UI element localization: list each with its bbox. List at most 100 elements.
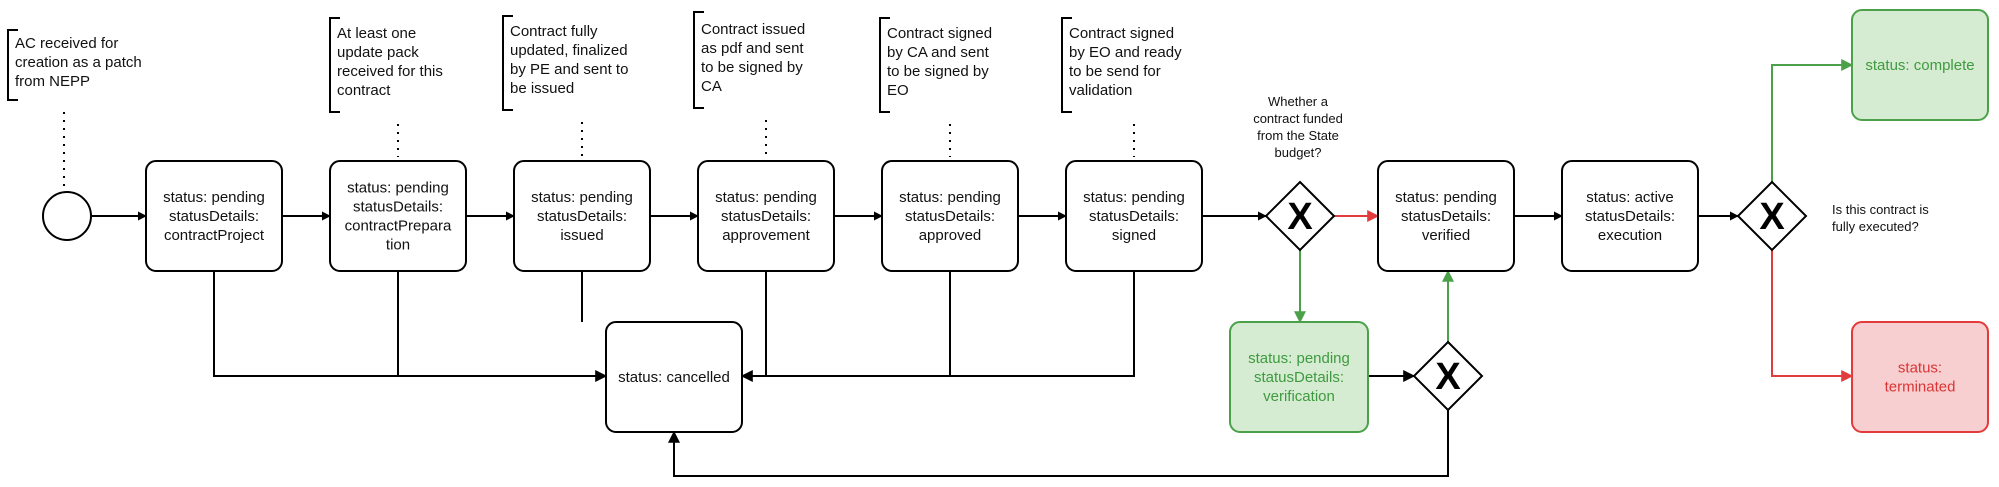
shape-layer: status: pending statusDetails: contractPro… — [7, 9, 1989, 433]
gateway-question-line: from the State — [1257, 128, 1339, 143]
gateway-x-icon: X — [1759, 196, 1785, 238]
annotation-line: EO — [887, 82, 909, 99]
task-label-line: statusDetails: — [169, 208, 259, 225]
annotation-line: Contract signed — [887, 25, 992, 42]
task-label-line: statusDetails: — [1254, 369, 1344, 386]
task-label-line: status: pending — [531, 189, 633, 206]
gateway-x-icon: X — [1287, 196, 1313, 238]
gateway-question-line: Whether a — [1268, 94, 1329, 109]
gateway-question-q2: Is this contract is fully executed? — [1832, 202, 1929, 234]
task-label-line: status: complete — [1865, 57, 1974, 74]
annotation-line: by PE and sent to — [510, 61, 628, 78]
annotation-line: as pdf and sent — [701, 40, 804, 57]
task-label-line: signed — [1112, 227, 1156, 244]
task-label-line: statusDetails: — [537, 208, 627, 225]
annotation-bracket — [329, 17, 340, 113]
task-box — [1851, 9, 1989, 121]
task-label-line: approvement — [722, 227, 810, 244]
gateway-diamond — [1736, 180, 1808, 252]
task-label-line: status: pending — [715, 189, 817, 206]
annotation-bracket — [502, 15, 513, 111]
annotation-line: to be signed by — [701, 59, 803, 76]
annotation-bracket — [7, 29, 18, 101]
task-label-line: statusDetails: — [353, 199, 443, 216]
task-label-line: status: pending — [347, 180, 449, 197]
task-t7: status: pending statusDetails: verified — [1377, 160, 1515, 272]
annotation-line: AC received for — [15, 35, 118, 52]
task-label-line: approved — [919, 227, 982, 244]
task-t_term: status: terminated — [1851, 321, 1989, 433]
annotation-line: validation — [1069, 82, 1132, 99]
gateway-diamond — [1264, 180, 1336, 252]
gateway-x-icon: X — [1435, 356, 1461, 398]
task-label-line: status: pending — [1395, 189, 1497, 206]
annotation-n3: Contract issued as pdf and sent to be sign… — [693, 11, 805, 109]
task-label-line: statusDetails: — [1089, 208, 1179, 225]
gateway-question-line: budget? — [1275, 145, 1322, 160]
task-label-line: verified — [1422, 227, 1470, 244]
annotation-line: received for this — [337, 63, 443, 80]
exclusive-gateway-g1: X — [1264, 180, 1336, 252]
flow-gateway3-to-terminated — [1771, 250, 1854, 382]
task-label-line: status: active — [1586, 189, 1674, 206]
task-label-line: statusDetails: — [721, 208, 811, 225]
task-box — [1229, 321, 1369, 433]
task-label-line: issued — [560, 227, 603, 244]
gateway-question-line: fully executed? — [1832, 219, 1919, 234]
task-box — [1065, 160, 1203, 272]
task-box — [329, 160, 467, 272]
task-label-line: contractProject — [164, 227, 265, 244]
task-t4: status: pending statusDetails: approvement — [697, 160, 835, 272]
task-t_complete: status: complete — [1851, 9, 1989, 121]
task-label-line: status: pending — [163, 189, 265, 206]
annotation-line: contract — [337, 82, 391, 99]
annotation-bracket — [1061, 17, 1072, 113]
annotation-line: Contract issued — [701, 21, 805, 38]
annotation-line: creation as a patch — [15, 54, 142, 71]
flow-gateway3-to-complete — [1771, 59, 1854, 182]
annotation-line: be issued — [510, 80, 574, 97]
task-label-line: status: pending — [1083, 189, 1185, 206]
task-label-line: verification — [1263, 388, 1335, 405]
exclusive-gateway-g2: X — [1412, 340, 1484, 412]
flow-t6-to-cancelled — [740, 271, 1135, 382]
annotation-line: by CA and sent — [887, 44, 990, 61]
task-t6: status: pending statusDetails: signed — [1065, 160, 1203, 272]
annotation-line: from NEPP — [15, 73, 90, 90]
task-label-line: statusDetails: — [1401, 208, 1491, 225]
task-label-line: statusDetails: — [1585, 208, 1675, 225]
annotation-line: Contract signed — [1069, 25, 1174, 42]
task-label-line: status: cancelled — [618, 369, 730, 386]
task-t_cancel: status: cancelled — [605, 321, 743, 433]
task-t1: status: pending statusDetails: contractPro… — [145, 160, 283, 272]
task-label-line: statusDetails: — [905, 208, 995, 225]
connector-layer — [91, 59, 1854, 477]
annotation-line: At least one — [337, 25, 416, 42]
task-box — [145, 160, 283, 272]
task-label-line: tion — [386, 237, 410, 254]
annotation-line: updated, finalized — [510, 42, 628, 59]
association-layer — [63, 112, 1135, 188]
task-box — [881, 160, 1019, 272]
task-label-line: status: pending — [899, 189, 1001, 206]
exclusive-gateway-g3: X — [1736, 180, 1808, 252]
task-label-line: terminated — [1885, 379, 1956, 396]
task-label-line: status: pending — [1248, 350, 1350, 367]
task-label-line: status: — [1898, 360, 1942, 377]
task-box — [1377, 160, 1515, 272]
start-event — [42, 191, 92, 241]
annotation-n0: AC received for creation as a patch from N… — [7, 29, 142, 101]
flow-t1-to-cancelled — [213, 271, 608, 382]
annotation-bracket — [693, 11, 704, 109]
annotation-bracket — [879, 17, 890, 113]
task-t_verif: status: pending statusDetails: verificatio… — [1229, 321, 1369, 433]
task-box — [605, 321, 743, 433]
gateway-question-line: Is this contract is — [1832, 202, 1929, 217]
flow-gateway2-to-cancelled — [668, 410, 1449, 477]
